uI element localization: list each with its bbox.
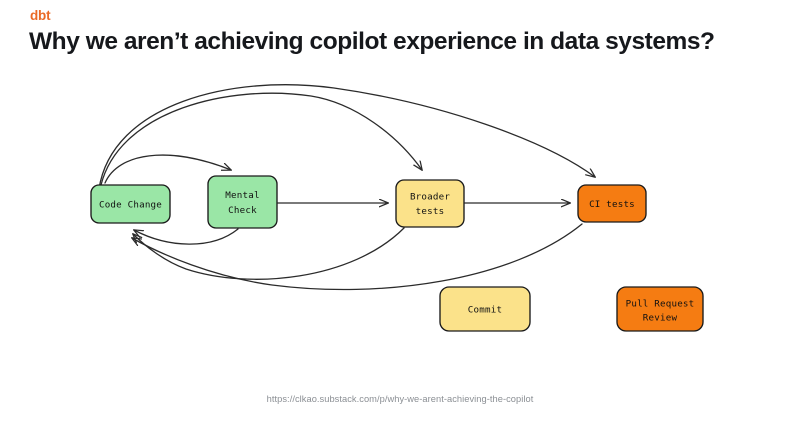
dbt-logo: dbt [30,8,51,23]
node-ci-tests-shape [577,184,647,223]
source-url: https://clkao.substack.com/p/why-we-aren… [266,394,534,404]
node-code-change-shape [90,184,171,224]
node-layer: Code Change Mental Check Broader tests C… [90,175,704,332]
edge-code-change-to-mental-check [104,154,231,184]
node-ci-tests-label: CI tests [589,199,635,210]
edge-ci-tests-to-code-change [132,223,583,291]
node-pull-request-review-shape [616,286,704,332]
node-commit[interactable]: Commit [439,286,531,332]
node-broader-tests-shape [395,179,465,228]
node-broader-tests-label-line2: tests [416,206,445,217]
edge-layer [98,84,595,291]
node-broader-tests-label-line1: Broader [410,192,450,203]
edge-broader-tests-to-code-change [133,227,405,280]
edge-code-change-to-broader-tests [100,92,422,186]
node-pull-request-review[interactable]: Pull Request Review [616,286,704,332]
node-code-change[interactable]: Code Change [90,184,171,224]
node-pull-request-review-label-line1: Pull Request [626,299,695,310]
edge-mental-check-to-code-change [134,228,239,245]
node-broader-tests[interactable]: Broader tests [395,179,465,228]
node-mental-check-shape [207,175,278,229]
page-title: Why we aren’t achieving copilot experien… [29,28,715,55]
node-commit-label: Commit [468,305,502,316]
edge-code-change-to-ci-tests [98,84,595,190]
node-mental-check-label-line1: Mental [225,190,259,201]
node-ci-tests[interactable]: CI tests [577,184,647,223]
node-mental-check[interactable]: Mental Check [207,175,278,229]
node-mental-check-label-line2: Check [228,205,257,216]
node-code-change-label: Code Change [99,200,162,211]
node-pull-request-review-label-line2: Review [643,313,678,324]
node-commit-shape [439,286,531,332]
